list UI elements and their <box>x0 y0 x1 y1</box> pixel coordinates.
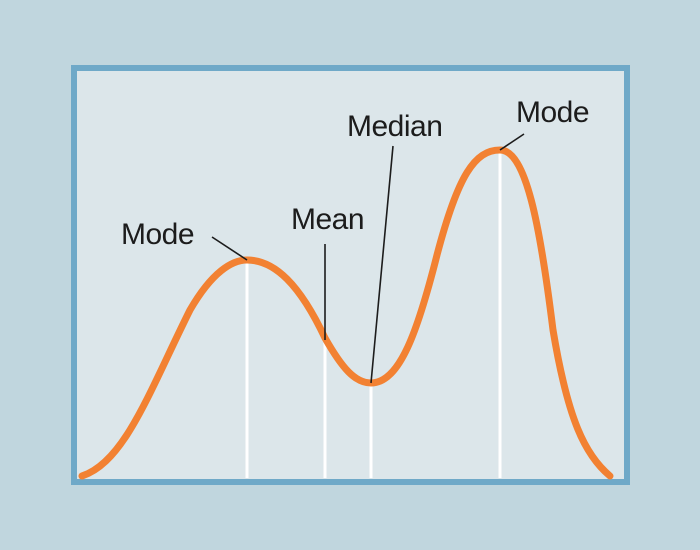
mode-right-label: Mode <box>516 96 589 129</box>
plot-frame <box>71 65 630 485</box>
mean-label: Mean <box>291 203 364 236</box>
median-label: Median <box>347 110 442 143</box>
mode-left-leader-line <box>211 236 248 261</box>
mode-right-leader-line <box>499 133 525 151</box>
median-leader-line <box>370 145 394 384</box>
mode-left-label: Mode <box>121 218 194 251</box>
distribution-curve <box>78 146 614 480</box>
